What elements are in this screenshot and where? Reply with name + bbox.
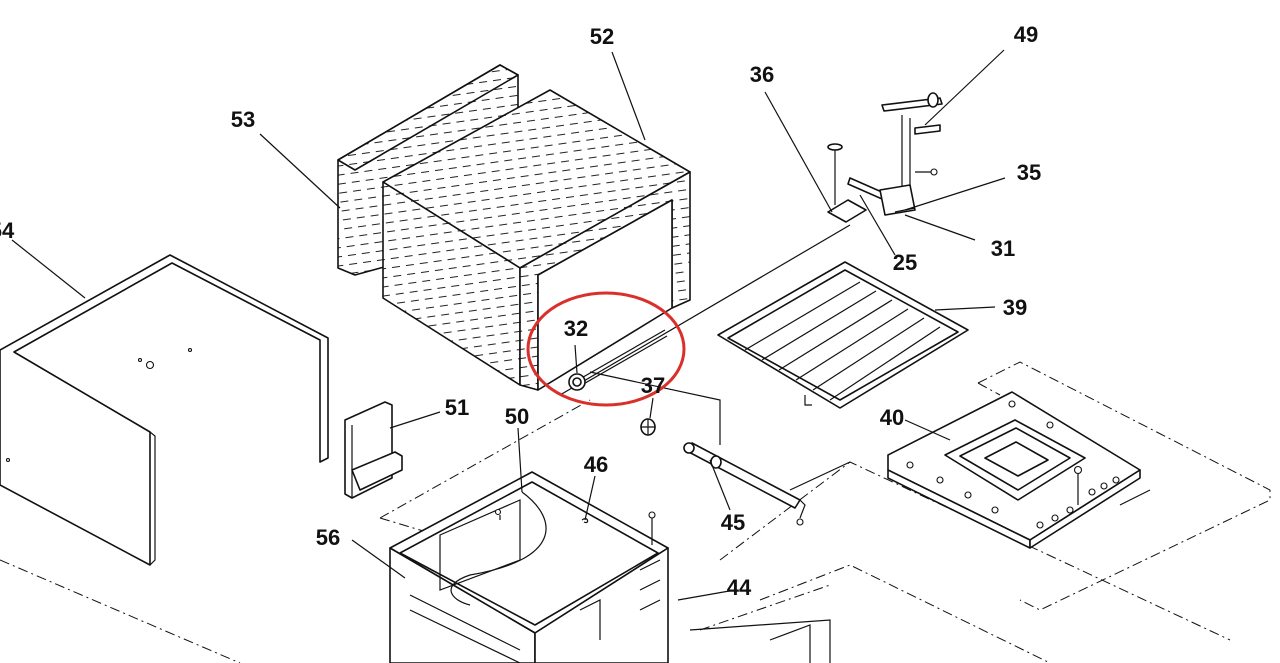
highlight-circle-part-32 xyxy=(526,291,686,407)
callout-32: 32 xyxy=(564,316,588,341)
bracket-51 xyxy=(344,401,403,499)
insulation-wrap-52 xyxy=(382,89,691,391)
callout-37: 37 xyxy=(641,373,665,398)
callout-25: 25 xyxy=(893,250,917,275)
callout-53: 53 xyxy=(231,107,255,132)
callout-56: 56 xyxy=(316,525,340,550)
callout-45: 45 xyxy=(721,510,745,535)
callout-36: 36 xyxy=(750,62,774,87)
callout-40: 40 xyxy=(880,405,904,430)
burner-plate-40 xyxy=(887,391,1151,549)
valve-assembly xyxy=(827,92,943,223)
callout-51: 51 xyxy=(445,395,469,420)
callout-46: 46 xyxy=(584,452,608,477)
callout-labels: 52 49 36 53 35 54 31 25 39 32 37 51 50 4… xyxy=(0,22,1041,600)
side-panel-54 xyxy=(0,254,329,566)
callout-50: 50 xyxy=(505,404,529,429)
callout-52: 52 xyxy=(590,24,614,49)
plate-holes xyxy=(906,400,1120,529)
callout-31: 31 xyxy=(991,236,1015,261)
callout-54: 54 xyxy=(0,218,15,243)
callout-35: 35 xyxy=(1017,160,1041,185)
leader-lines xyxy=(11,49,1006,601)
oven-rack-39 xyxy=(717,261,969,409)
assembly-guide-lines xyxy=(0,224,1271,663)
callout-44: 44 xyxy=(727,575,752,600)
burner-tube-assembly xyxy=(568,329,806,526)
lower-cabinet xyxy=(389,471,831,663)
callout-39: 39 xyxy=(1003,295,1027,320)
callout-49: 49 xyxy=(1014,22,1038,47)
